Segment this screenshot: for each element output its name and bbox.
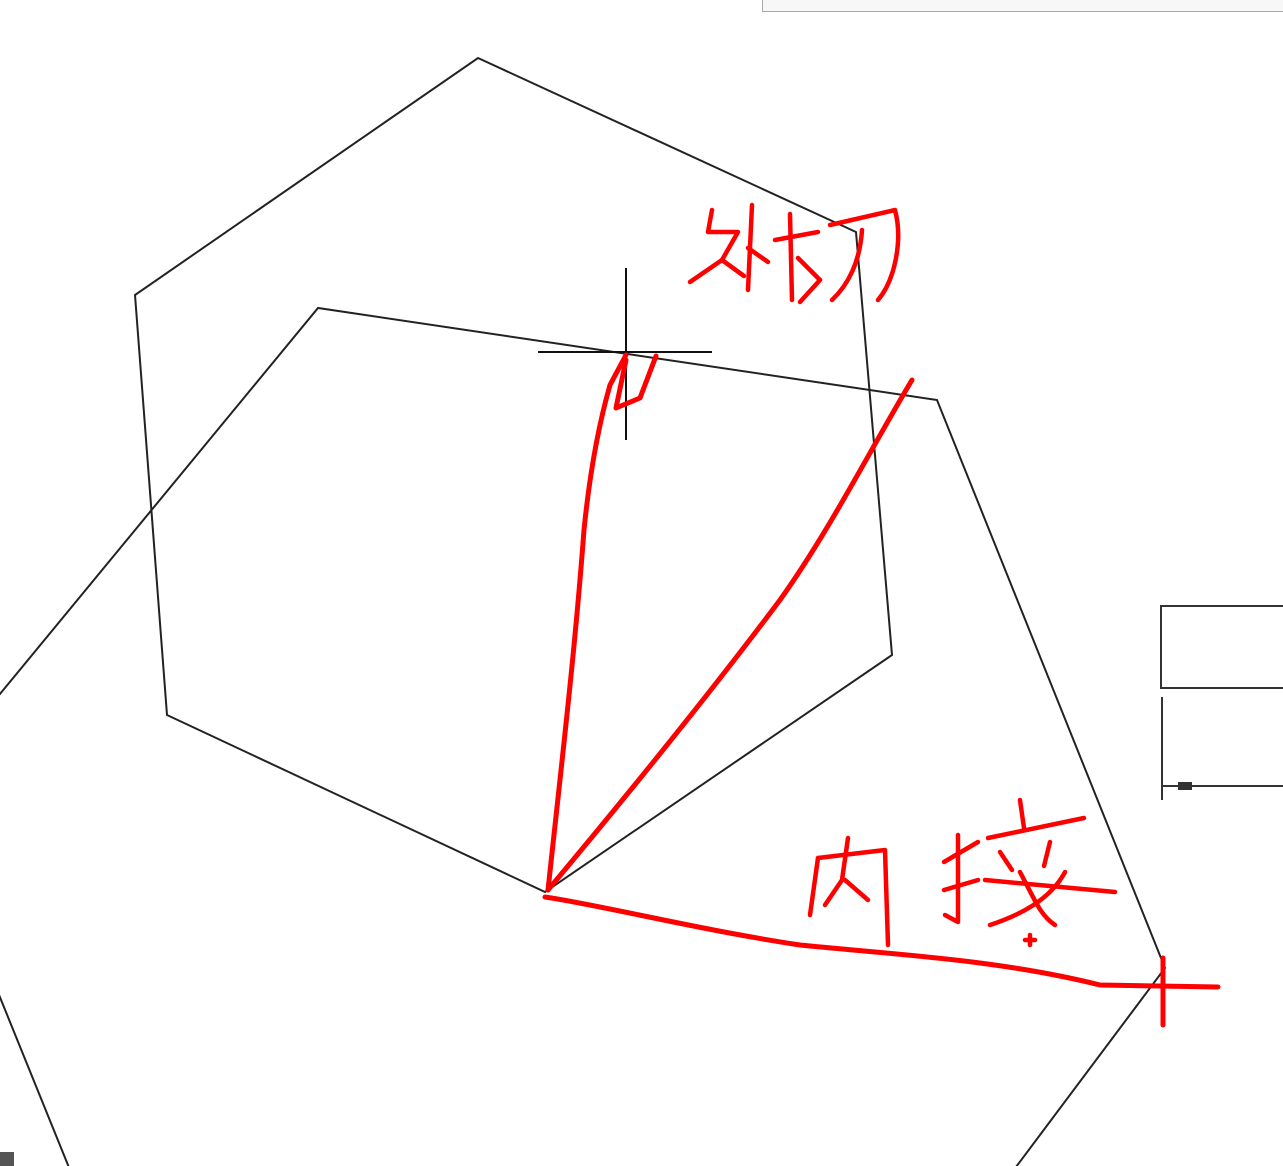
handwriting-outer-tangent: [687, 202, 901, 305]
handwriting-inner-inscribed: [807, 797, 1118, 948]
dimension-arrow: [1161, 697, 1283, 800]
hexagon-inscribed-left-edge[interactable]: [0, 985, 70, 1166]
outer-tangent-label: 外切: [690, 210, 691, 211]
hexagon-inscribed[interactable]: [0, 306, 1167, 1166]
top-panel-edge: [762, 0, 1283, 12]
hexagon-circumscribed[interactable]: [133, 56, 894, 894]
corner-marker: [0, 1152, 14, 1166]
dimension-input-box[interactable]: [1160, 605, 1283, 689]
inner-inscribed-label: 内接: [810, 840, 811, 841]
markup-radius-lines: [542, 352, 1221, 990]
